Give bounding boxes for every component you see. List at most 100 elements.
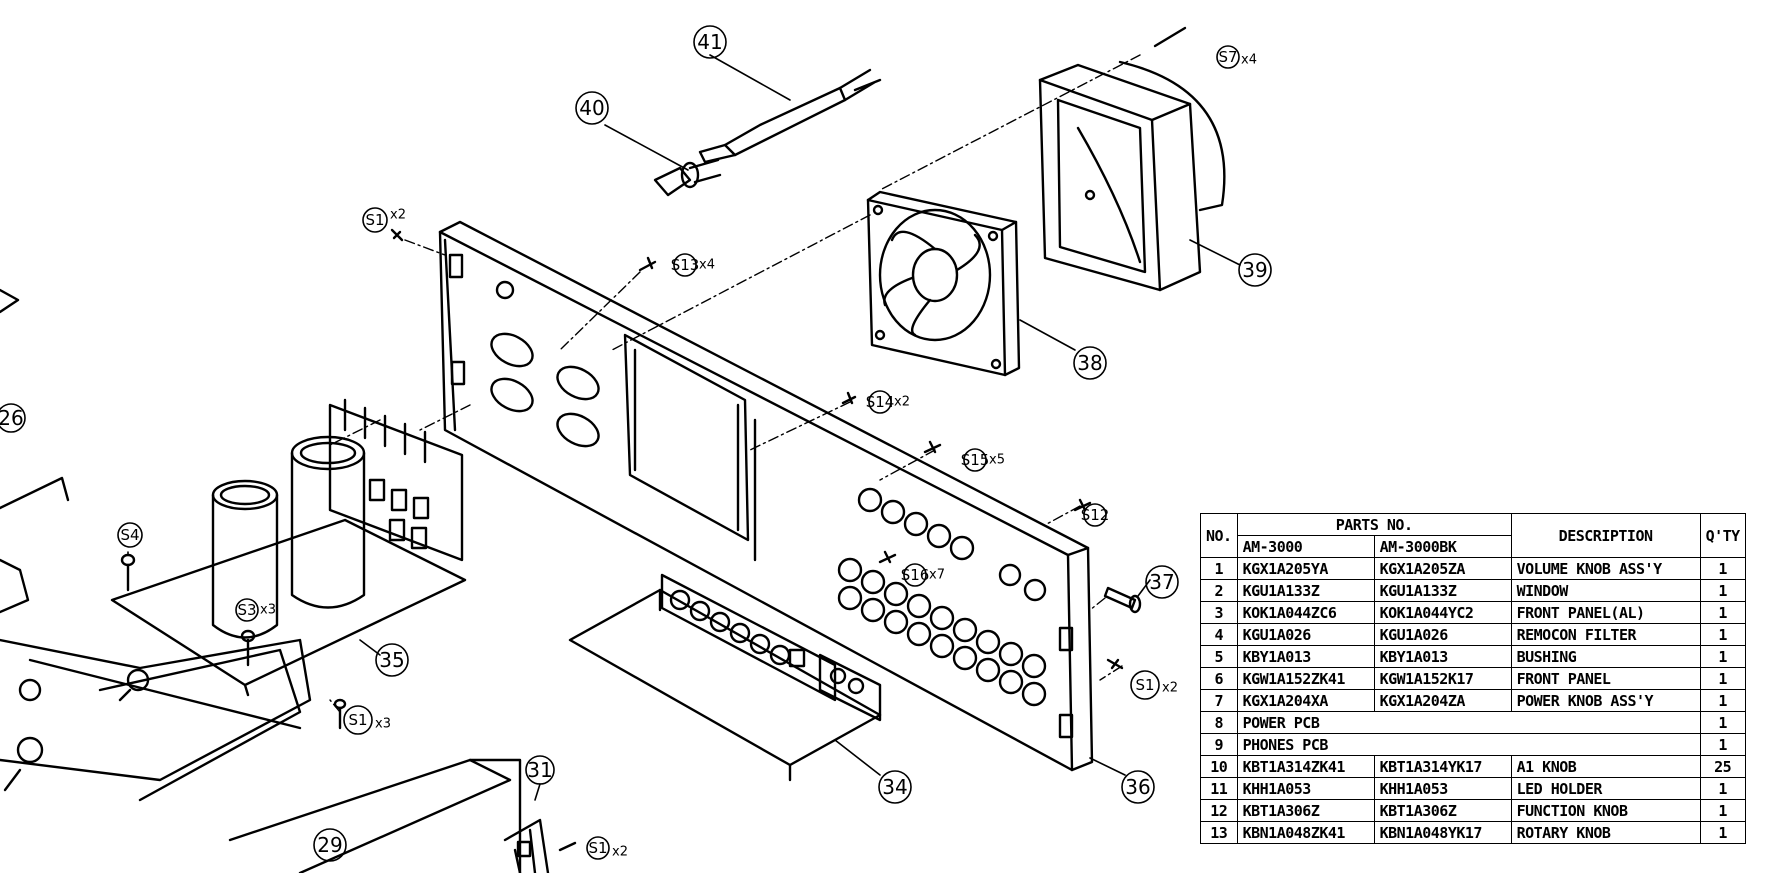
callout-s1-top: S1 [365, 211, 384, 229]
cell-qty: 1 [1699, 623, 1746, 646]
callout-38: 38 [1077, 351, 1102, 375]
callout-34: 34 [882, 775, 907, 799]
cell-part-no-model-b: KGW1A152K17 [1373, 667, 1512, 690]
callout-s15: S15 [961, 451, 990, 469]
bushing-40 [653, 158, 722, 197]
cell-qty: 1 [1699, 601, 1746, 624]
cell-part-no-model-a: KGU1A133Z [1236, 579, 1375, 602]
cell-item-no: 12 [1200, 799, 1238, 822]
qty-s15: x5 [989, 453, 1005, 468]
qty-s16: x7 [929, 568, 945, 583]
callout-36: 36 [1125, 775, 1150, 799]
table-subheader-row: AM-3000 AM-3000BK [1201, 535, 1746, 558]
cell-qty: 1 [1699, 733, 1746, 756]
cell-part-no-model-b: KHH1A053 [1373, 777, 1512, 800]
cell-item-no: 4 [1200, 623, 1238, 646]
foot-37 [1103, 586, 1142, 614]
chassis-left [0, 476, 312, 802]
cell-item-no: 11 [1200, 777, 1238, 800]
cell-item-name: POWER PCB [1236, 711, 1701, 734]
cell-qty: 1 [1699, 645, 1746, 668]
cell-item-no: 9 [1200, 733, 1238, 756]
cell-item-no: 13 [1200, 821, 1238, 844]
cell-part-no-model-b: KBY1A013 [1373, 645, 1512, 668]
header-no: NO. [1200, 513, 1238, 558]
callout-35: 35 [379, 648, 404, 672]
cell-item-no: 5 [1200, 645, 1238, 668]
cell-description: FRONT PANEL [1510, 667, 1701, 690]
header-model-a: AM-3000 [1236, 535, 1375, 558]
qty-s1-bottom: x2 [612, 845, 628, 860]
side-panel-29 [228, 758, 522, 873]
cell-part-no-model-b: KBT1A306Z [1373, 799, 1512, 822]
left-edge-part [0, 288, 20, 314]
callout-s16: S16 [901, 566, 930, 584]
callout-s14: S14 [866, 393, 895, 411]
cell-qty: 1 [1699, 667, 1746, 690]
cell-part-no-model-a: KBN1A048ZK41 [1236, 821, 1375, 844]
cell-qty: 1 [1699, 557, 1746, 580]
leader-lines [127, 54, 1241, 801]
cell-part-no-model-b: KGX1A205ZA [1373, 557, 1512, 580]
cell-part-no-model-a: KGW1A152ZK41 [1236, 667, 1375, 690]
cell-description: FUNCTION KNOB [1510, 799, 1701, 822]
callout-s1-left: S1 [348, 711, 367, 729]
cell-item-no: 3 [1200, 601, 1238, 624]
cell-part-no-model-b: KGX1A204ZA [1373, 689, 1512, 712]
qty-s3: x3 [260, 603, 276, 618]
callout-s13: S13 [671, 256, 700, 274]
cell-description: BUSHING [1510, 645, 1701, 668]
cell-part-no-model-b: KBT1A314YK17 [1373, 755, 1512, 778]
qty-s7: x4 [1241, 53, 1257, 68]
assembly-lines [329, 54, 1141, 713]
callout-41: 41 [697, 30, 722, 54]
callout-s1-right: S1 [1135, 676, 1154, 694]
cell-description: WINDOW [1510, 579, 1701, 602]
callout-40: 40 [579, 96, 604, 120]
cell-item-no: 10 [1200, 755, 1238, 778]
cell-qty: 1 [1699, 821, 1746, 844]
cell-part-no-model-b: KGU1A133Z [1373, 579, 1512, 602]
callout-s7: S7 [1218, 48, 1237, 66]
fan-duct-39 [1038, 60, 1226, 292]
cell-description: POWER KNOB ASS'Y [1510, 689, 1701, 712]
power-board-35 [110, 398, 467, 697]
callout-37: 37 [1149, 570, 1174, 594]
cell-part-no-model-a: KOK1A044ZC6 [1236, 601, 1375, 624]
table-header-row: NO. PARTS NO. DESCRIPTION Q'TY [1200, 513, 1746, 558]
cell-item-no: 2 [1200, 579, 1238, 602]
cell-part-no-model-a: KBT1A306Z [1236, 799, 1375, 822]
cell-part-no-model-a: KBT1A314ZK41 [1236, 755, 1375, 778]
cell-description: A1 KNOB [1510, 755, 1701, 778]
cell-item-name: PHONES PCB [1236, 733, 1701, 756]
cell-description: LED HOLDER [1510, 777, 1701, 800]
cell-item-no: 1 [1200, 557, 1238, 580]
header-qty: Q'TY [1699, 513, 1746, 558]
callout-s12: S12 [1081, 506, 1110, 524]
screws [120, 26, 1187, 852]
phones-board-34 [568, 573, 882, 782]
callout-31: 31 [527, 758, 552, 782]
power-cord-41 [698, 68, 882, 164]
cooling-fan-38 [866, 190, 1021, 377]
header-description: DESCRIPTION [1510, 513, 1701, 558]
cell-part-no-model-b: KGU1A026 [1373, 623, 1512, 646]
qty-s1-left: x3 [375, 717, 391, 732]
cell-part-no-model-a: KBY1A013 [1236, 645, 1375, 668]
cell-part-no-model-a: KGX1A205YA [1236, 557, 1375, 580]
cell-description: VOLUME KNOB ASS'Y [1510, 557, 1701, 580]
rear-panel-36 [438, 220, 1094, 772]
cell-item-no: 8 [1200, 711, 1238, 734]
cell-qty: 1 [1699, 711, 1746, 734]
